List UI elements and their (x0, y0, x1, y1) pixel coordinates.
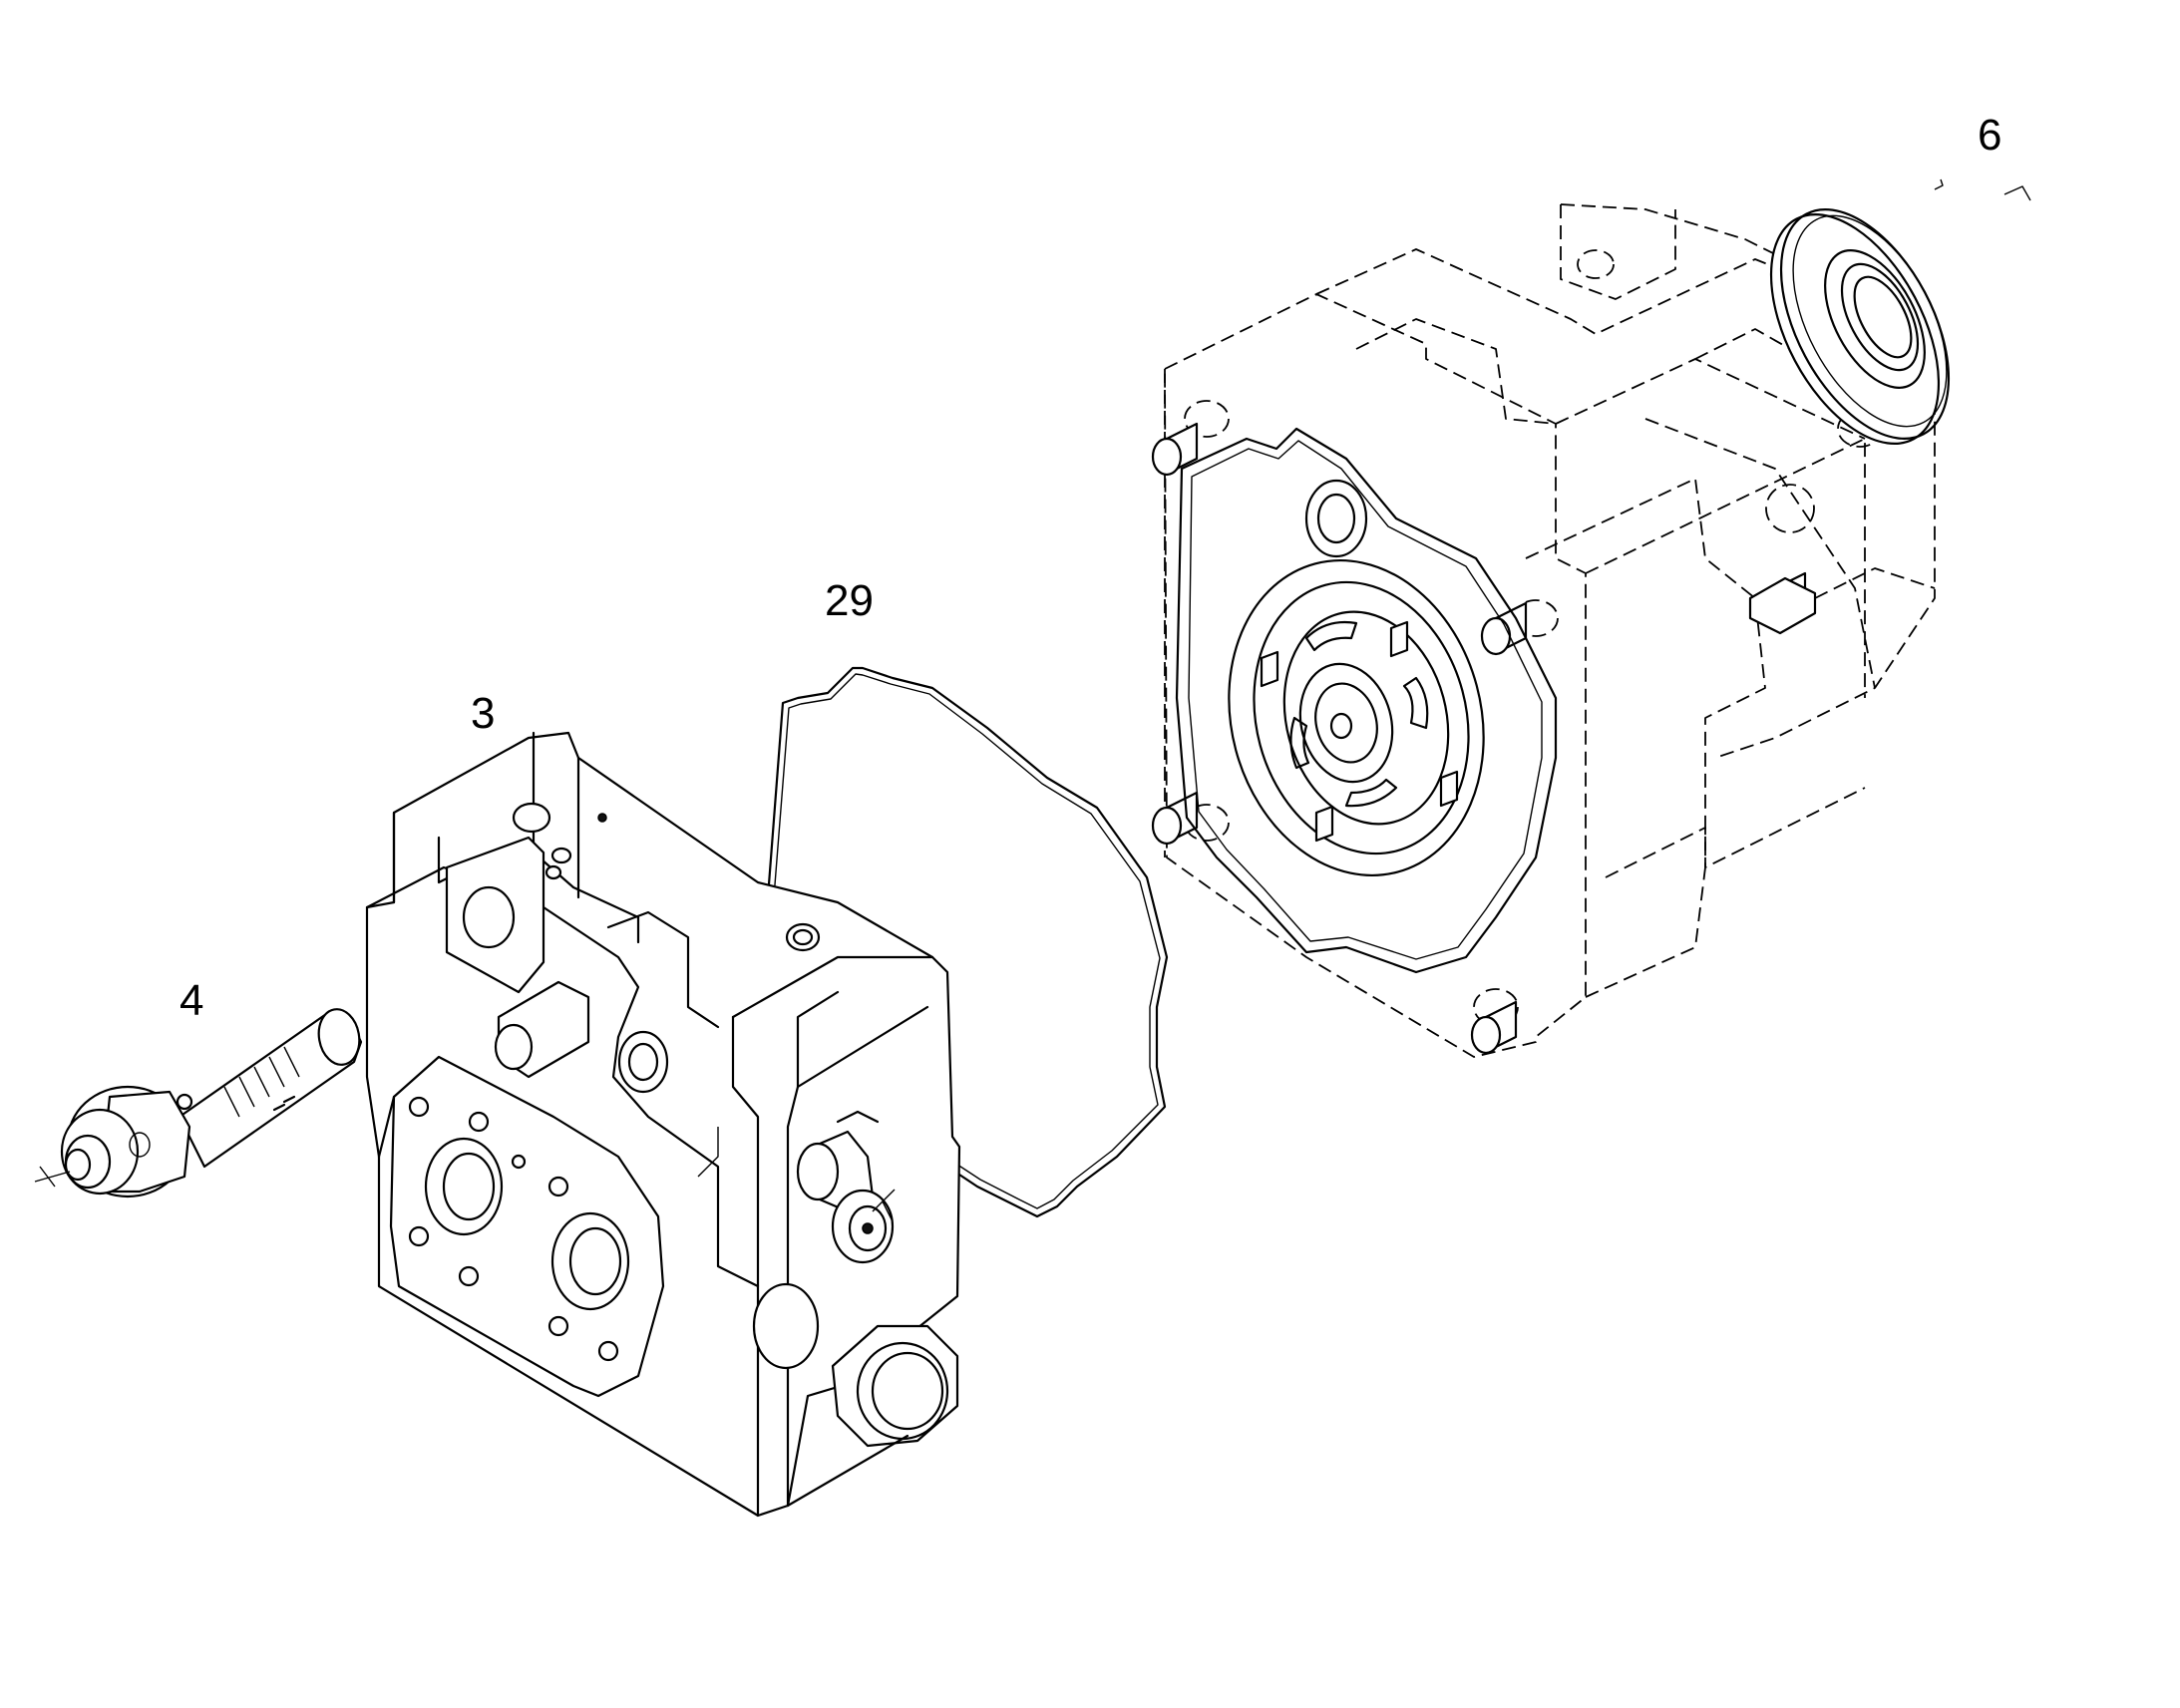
callout-part-29: 29 (825, 576, 874, 625)
valve-spool-icon (34, 1008, 363, 1198)
o-ring-gasket-icon (766, 666, 1169, 1218)
callout-part-3: 3 (471, 689, 495, 738)
control-valve-block-icon (365, 731, 961, 1518)
callout-part-6: 6 (1978, 111, 2001, 160)
pump-housing-icon (1151, 203, 1936, 1058)
callout-part-4: 4 (180, 976, 203, 1025)
shaft-seal-ring-icon (1769, 178, 2031, 445)
